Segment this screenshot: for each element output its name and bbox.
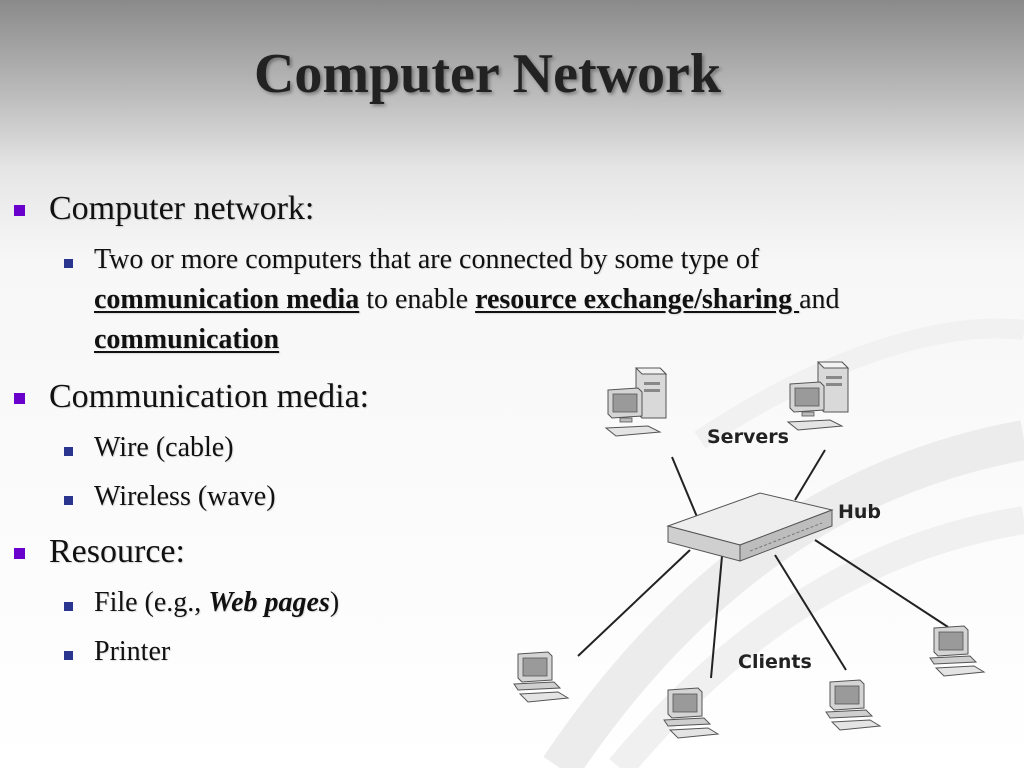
- client-computer-icon: [825, 679, 881, 731]
- hub-device-icon: [666, 492, 834, 562]
- server-computer-icon: [787, 361, 849, 431]
- bullet-square-icon: [14, 393, 25, 404]
- client-computer-icon: [663, 687, 719, 739]
- network-diagram: Servers Hub Clients: [513, 361, 985, 739]
- definition-line-1: Two or more computers that are connected…: [94, 244, 760, 275]
- hub-label: Hub: [838, 501, 881, 523]
- bullet-square-icon: [14, 548, 25, 559]
- clients-label: Clients: [738, 651, 812, 673]
- bullet-square-icon: [14, 205, 25, 216]
- resource-item-file: File (e.g., Web pages): [94, 587, 340, 618]
- definition-connector: to enable: [359, 284, 476, 315]
- sub-bullet-square-icon: [64, 496, 73, 505]
- sub-bullet-square-icon: [64, 447, 73, 456]
- sub-bullet-square-icon: [64, 259, 73, 268]
- bullet-communication-media: Communication media:: [49, 378, 370, 415]
- servers-label: Servers: [707, 426, 789, 448]
- client-computer-icon: [513, 651, 569, 703]
- server-computer-icon: [605, 367, 667, 437]
- definition-line-3: communication: [94, 324, 279, 356]
- sub-bullet-square-icon: [64, 602, 73, 611]
- web-pages-emphasis: Web pages: [208, 587, 330, 618]
- definition-and: and: [799, 284, 840, 315]
- term-communication-media: communication media: [94, 284, 360, 315]
- network-cables: [577, 449, 949, 679]
- media-item-wireless: Wireless (wave): [94, 481, 276, 512]
- term-resource-exchange: resource exchange/sharing: [475, 284, 800, 315]
- resource-item-printer: Printer: [94, 636, 171, 667]
- client-computer-icon: [929, 625, 985, 677]
- media-item-wire: Wire (cable): [94, 432, 234, 463]
- bullet-resource: Resource:: [49, 533, 185, 570]
- sub-bullet-square-icon: [64, 651, 73, 660]
- term-communication: communication: [94, 324, 280, 355]
- definition-line-2: communication media to enable resource e…: [94, 284, 840, 316]
- bullet-computer-network: Computer network:: [49, 190, 315, 227]
- slide-title: Computer Network: [253, 43, 722, 105]
